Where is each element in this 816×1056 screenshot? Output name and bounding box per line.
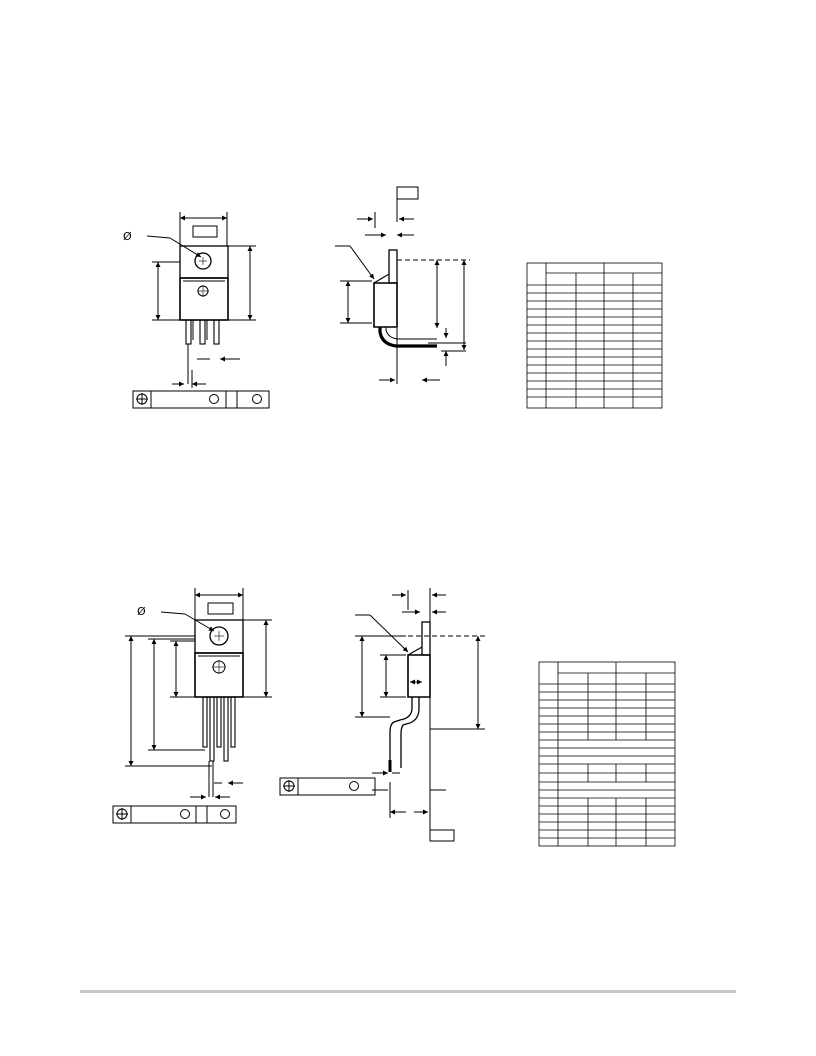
package-1-side-view bbox=[335, 186, 470, 384]
footer-rule bbox=[80, 990, 736, 993]
package-1-hole-diameter-symbol: Ø bbox=[123, 230, 132, 243]
package-2-side-feature-control-frame bbox=[279, 777, 376, 796]
package-1-feature-control-frame bbox=[132, 390, 270, 409]
package-1-front-view bbox=[146, 212, 256, 388]
package-2-side-view bbox=[355, 588, 485, 842]
package-2-feature-control-frame bbox=[112, 805, 237, 824]
package-2-front-view bbox=[125, 588, 272, 800]
package-2-hole-diameter-symbol: Ø bbox=[137, 605, 146, 618]
package-2-dimension-table bbox=[538, 661, 676, 847]
package-1-dimension-table bbox=[526, 262, 663, 409]
